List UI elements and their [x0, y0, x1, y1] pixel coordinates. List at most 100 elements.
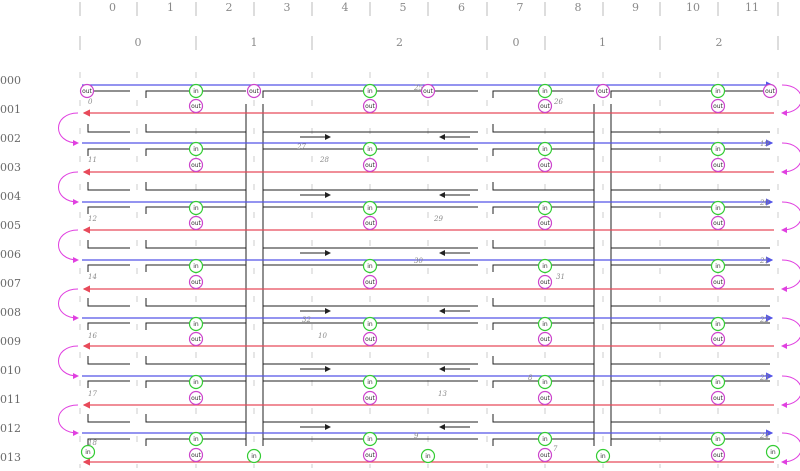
out-port-icon: out: [79, 83, 95, 99]
column-label-group: 2: [396, 36, 403, 49]
step-number: 9: [414, 432, 419, 440]
route-bracket: [145, 264, 246, 272]
port-label: in: [367, 379, 373, 386]
column-label-top: 7: [517, 1, 524, 14]
port-label: out: [191, 103, 201, 110]
out-port-icon: out: [362, 215, 378, 231]
step-number: 0: [88, 98, 93, 106]
in-port-icon: in: [80, 444, 96, 460]
port-label: out: [365, 162, 375, 169]
in-port-icon: in: [362, 200, 378, 216]
port-label: out: [191, 220, 201, 227]
column-label-top: 5: [400, 1, 407, 14]
step-number: 21: [759, 257, 769, 265]
row-label: 008: [0, 306, 21, 319]
in-port-icon: in: [362, 431, 378, 447]
step-number: 24: [759, 432, 769, 440]
loop-connector-left: [58, 112, 79, 146]
route-bracket: [492, 298, 594, 307]
out-port-icon: out: [188, 390, 204, 406]
row-label: 001: [0, 103, 21, 116]
loop-connector-right: [781, 84, 800, 116]
in-port-icon: in: [710, 431, 726, 447]
row-label: 006: [0, 248, 21, 261]
in-port-icon: in: [710, 200, 726, 216]
step-number: 23: [759, 374, 769, 382]
route-bracket: [87, 356, 130, 365]
route-bracket: [492, 90, 594, 98]
out-port-icon: out: [710, 447, 726, 463]
route-bracket: [492, 182, 594, 191]
port-label: in: [367, 146, 373, 153]
in-port-icon: in: [710, 83, 726, 99]
route-bracket: [610, 206, 770, 214]
port-label: in: [193, 205, 199, 212]
step-number: 31: [556, 273, 565, 281]
in-port-icon: in: [537, 258, 553, 274]
out-port-icon: out: [362, 274, 378, 290]
port-label: out: [249, 88, 259, 95]
port-label: out: [713, 279, 723, 286]
in-port-icon: in: [765, 444, 781, 460]
port-label: in: [770, 449, 776, 456]
route-bracket: [492, 414, 594, 423]
port-label: out: [191, 452, 201, 459]
loop-connector-left: [58, 288, 79, 321]
route-bracket: [87, 438, 130, 446]
in-port-icon: in: [188, 258, 204, 274]
out-port-icon: out: [362, 157, 378, 173]
port-label: in: [367, 263, 373, 270]
port-label: in: [193, 379, 199, 386]
out-port-icon: out: [537, 215, 553, 231]
column-label-top: 0: [109, 1, 116, 14]
port-label: out: [540, 452, 550, 459]
route-bracket: [87, 182, 130, 191]
route-bracket: [492, 240, 594, 249]
step-number: 27: [296, 143, 306, 151]
in-port-icon: in: [537, 141, 553, 157]
out-port-icon: out: [188, 215, 204, 231]
port-label: out: [598, 88, 608, 95]
port-label: out: [191, 162, 201, 169]
column-label-top: 10: [686, 1, 700, 14]
port-label: in: [715, 205, 721, 212]
out-port-icon: out: [537, 98, 553, 114]
column-label-group: 1: [599, 36, 606, 49]
in-port-icon: in: [595, 448, 611, 464]
out-port-icon: out: [420, 83, 436, 99]
port-label: in: [600, 453, 606, 460]
port-label: in: [367, 321, 373, 328]
row-label: 007: [0, 277, 21, 290]
port-label: out: [540, 395, 550, 402]
route-bracket: [262, 414, 478, 423]
step-number: 12: [88, 215, 97, 223]
loop-connector-right: [781, 142, 800, 175]
out-port-icon: out: [537, 157, 553, 173]
step-number: 22: [759, 316, 769, 324]
column-label-top: 9: [632, 1, 639, 14]
route-bracket: [145, 182, 246, 191]
port-label: in: [715, 379, 721, 386]
column-label-group: 2: [716, 36, 723, 49]
out-port-icon: out: [246, 83, 262, 99]
step-number: 7: [553, 445, 558, 453]
column-label-group: 0: [135, 36, 142, 49]
route-bracket: [610, 356, 770, 365]
step-number: 10: [318, 332, 327, 340]
in-port-icon: in: [537, 316, 553, 332]
port-label: out: [191, 395, 201, 402]
port-label: out: [191, 279, 201, 286]
in-port-icon: in: [537, 83, 553, 99]
column-label-top: 6: [458, 1, 465, 14]
route-bracket: [610, 414, 770, 423]
port-label: in: [715, 263, 721, 270]
route-bracket: [87, 240, 130, 249]
in-port-icon: in: [537, 374, 553, 390]
step-number: 25: [413, 84, 423, 92]
row-label: 009: [0, 335, 21, 348]
port-label: out: [540, 103, 550, 110]
port-label: out: [365, 279, 375, 286]
port-label: in: [425, 453, 431, 460]
out-port-icon: out: [362, 331, 378, 347]
